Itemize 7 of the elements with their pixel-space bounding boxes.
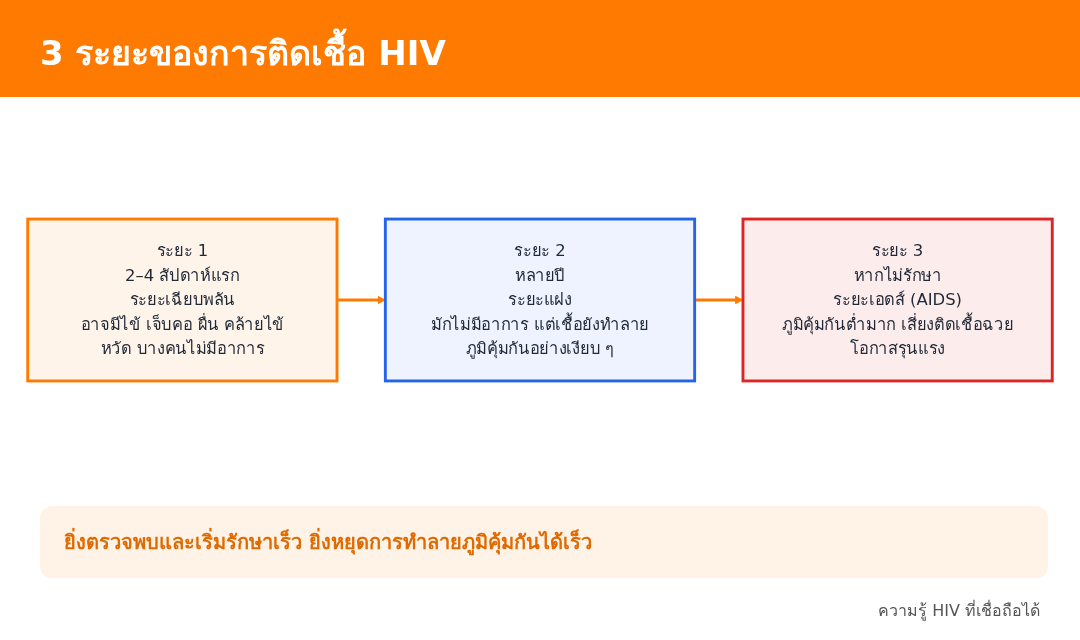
title-banner: 3 ระยะของการติดเชื้อ HIV xyxy=(0,0,1080,97)
note-banner: ยิ่งตรวจพบและเริ่มรักษาเร็ว ยิ่งหยุดการทำลายภูมิคุ้มกันได้เร็ว xyxy=(40,506,1048,578)
node-box: ระยะ 3 หากไม่รักษา ระยะเอดส์ (AIDS) ภูมิคุ้มกันต่ำมาก เสี่ยงติดเชื้อฉวยโอกาสรุนแรง xyxy=(741,217,1054,383)
node-box: ระยะ 1 2–4 สัปดาห์แรก ระยะเฉียบพลัน อาจมีไข้ เจ็บคอ ผื่น คล้ายไข้หวัด บางคนไม่มีอาการ xyxy=(26,217,339,383)
footer-text: ความรู้ HIV ที่เชื่อถือได้ xyxy=(878,599,1040,623)
arrow xyxy=(337,295,386,305)
node-box: ระยะ 2 หลายปี ระยะแฝง มักไม่มีอาการ แต่เชื้อยังทำลายภูมิคุ้มกันอย่างเงียบ ๆ xyxy=(383,217,697,383)
